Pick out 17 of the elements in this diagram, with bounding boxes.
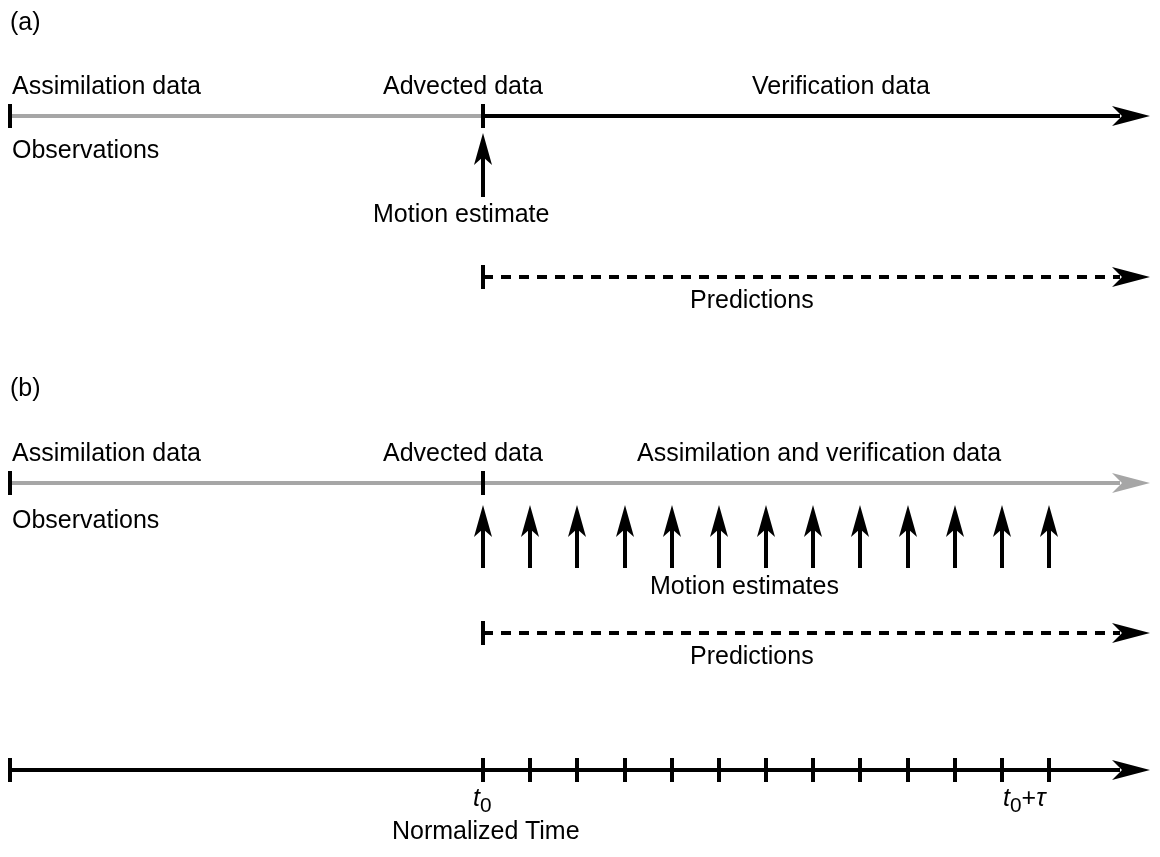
panel-label: (b)	[10, 372, 41, 402]
text-label: Advected data	[383, 70, 543, 100]
text-label: Motion estimates	[650, 570, 839, 600]
text-label: Observations	[12, 134, 160, 164]
text-label: Verification data	[752, 70, 930, 100]
text-label: Predictions	[690, 284, 814, 314]
axis-label: Normalized Time	[392, 815, 580, 845]
text-label: Advected data	[383, 437, 543, 467]
text-label: Motion estimate	[373, 198, 550, 228]
tick-label: t$_{0}$+τ	[1003, 782, 1046, 818]
text-label: Assimilation and verification data	[637, 437, 1002, 467]
text-label: Predictions	[690, 640, 814, 670]
text-label: Observations	[12, 504, 160, 534]
panel-label: (a)	[10, 6, 41, 36]
tick-label: t$_{0}$	[473, 782, 492, 818]
text-label: Assimilation data	[12, 437, 201, 467]
text-label: Assimilation data	[12, 70, 201, 100]
